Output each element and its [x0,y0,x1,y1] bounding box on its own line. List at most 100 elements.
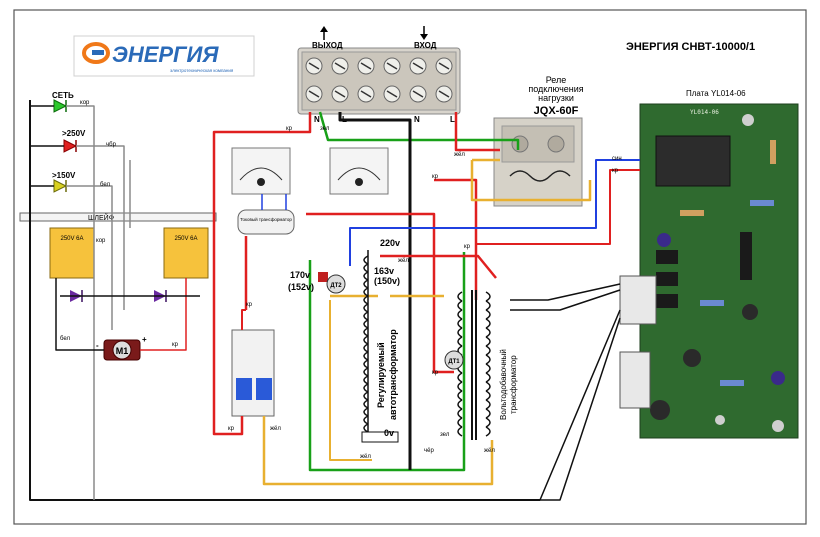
auto-winding [363,319,369,329]
autotransformer: Регулируемый автотрансформатор [361,250,399,443]
svg-text:бел: бел [100,182,111,188]
auto-winding [363,303,369,313]
auto-winding [363,399,369,409]
screw-slot [438,62,450,70]
terminal-block: ВЫХОД ВХОД N L N L [297,26,461,124]
pcb-component-5 [742,114,754,126]
svg-text:чбр: чбр [106,142,117,148]
boost-winding-a [457,372,463,383]
pcb-component-16 [770,140,776,164]
wire-0 [29,100,540,501]
boost-winding-b [485,399,491,410]
boost-winding-b [485,363,491,374]
pcb-component-13 [750,200,774,206]
wire-25 [261,194,287,210]
boost-label-1: Вольтодобавочный [499,349,508,420]
board-connector [619,275,657,325]
boost-winding-a [457,327,463,338]
wire-31 [510,283,621,301]
wires [29,100,640,501]
boost-winding-a [457,381,463,392]
screw-slot [308,62,320,70]
boost-winding-a [457,300,463,311]
svg-text:зел: зел [440,432,450,438]
screw-slot [438,90,450,98]
board-connector-2 [619,351,651,409]
pcb-component-10 [771,371,785,385]
svg-text:ДТ2: ДТ2 [330,283,342,289]
ammeter [231,147,291,195]
wire-29 [329,300,372,461]
indicator-under-label: >150V [52,171,76,180]
relay-caption-1: Реле [546,75,567,85]
svg-text:кор: кор [80,100,90,106]
tap-150: (150v) [374,276,400,286]
auto-winding [363,359,369,369]
svg-text:кр: кр [172,342,179,348]
terminal-in-label: ВХОД [414,41,437,50]
board-print: YL014-06 [690,109,719,116]
pcb-component-12 [715,415,725,425]
pcb-component-4 [656,294,678,308]
wire-26 [470,158,592,202]
boost-winding-b [485,426,491,437]
terminal-n1: N [314,115,320,124]
motor-m1: M1 [103,339,141,361]
pcb-component-2 [656,250,678,264]
auto-winding [363,351,369,361]
logo: ЭНЕРГИЯ электротехническая компания [73,35,255,77]
wire-15 [308,260,432,472]
terminal-n2: N [414,115,420,124]
auto-winding [363,271,369,281]
boost-winding-b [485,318,491,329]
wire-7 [55,278,104,351]
svg-text:M1: M1 [116,346,129,356]
wire-30 [510,289,621,311]
auto-winding [363,279,369,289]
pcb-component-8 [742,304,758,320]
boost-winding-b [485,408,491,419]
boost-winding-a [457,390,463,401]
screw-slot [412,90,424,98]
boost-winding-a [457,309,463,320]
auto-winding [363,407,369,417]
page-title: ЭНЕРГИЯ СНВТ-10000/1 [626,41,755,53]
pcb-component-3 [656,272,678,286]
boost-winding-a [457,336,463,347]
relay-model: JQX-60F [534,105,579,117]
boost-winding-b [485,300,491,311]
pcb-component-15 [720,380,744,386]
svg-text:+: + [142,335,147,344]
boost-winding-b [485,327,491,338]
pcb-component-6 [657,233,671,247]
boost-winding-b [485,291,491,302]
sensor-dt2: ДТ2 [318,272,346,294]
svg-text:жёл: жёл [270,426,281,432]
boost-winding-b [485,390,491,401]
auto-winding [363,287,369,297]
arrow-up-icon [320,26,328,40]
boost-winding-a [457,318,463,329]
tap-220: 220v [380,238,400,248]
wire-14 [318,111,520,150]
logo-mark-icon [82,42,110,64]
pcb-component-1 [740,232,752,280]
svg-text:кр: кр [464,244,471,250]
svg-text:250V 6A: 250V 6A [60,236,83,242]
tap-0: 0v [384,428,394,438]
logo-text: ЭНЕРГИЯ [112,42,219,67]
shleif-label: ШЛЕЙФ [88,213,114,222]
svg-text:син: син [612,156,622,162]
svg-text:жёл: жёл [454,152,465,158]
svg-text:бел: бел [60,336,71,342]
board-label: Плата YL014-06 [686,89,746,98]
voltmeter [329,147,389,195]
wire-16 [432,252,466,472]
auto-winding [363,295,369,305]
relay-caption-2: подключения [528,84,583,94]
wire-12 [241,309,246,330]
pcb-component-9 [650,400,670,420]
wire-11 [212,112,312,436]
boost-winding-b [485,354,491,365]
boost-winding-b [485,372,491,383]
